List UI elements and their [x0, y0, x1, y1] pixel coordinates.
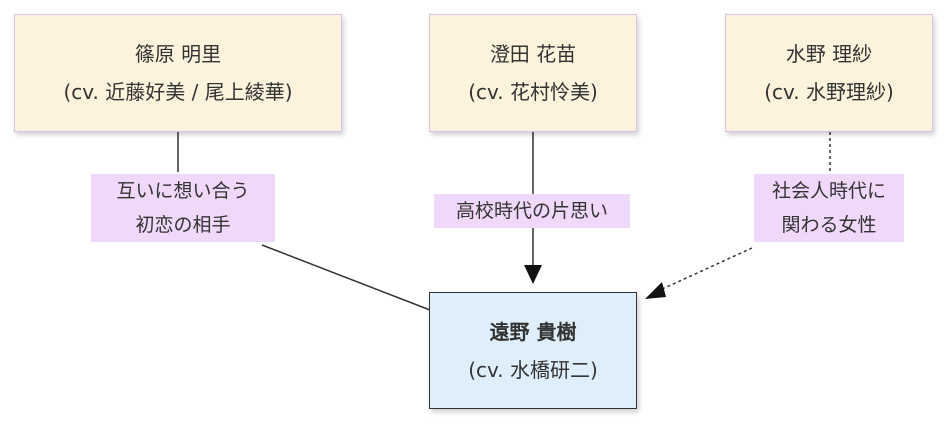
node-sumida: 澄田 花苗 (cv. 花村怜美) — [429, 14, 637, 132]
node-cv: (cv. 水橋研二) — [468, 357, 598, 382]
edge-label-shinohara: 互いに想い合う 初恋の相手 — [91, 174, 275, 242]
edge-label-line: 初恋の相手 — [135, 214, 231, 236]
node-name: 遠野 貴樹 — [489, 319, 577, 344]
node-mizuno: 水野 理紗 (cv. 水野理紗) — [725, 14, 933, 132]
edge-label-line: 関わる女性 — [781, 214, 877, 236]
node-name: 水野 理紗 — [785, 42, 873, 66]
edge-label-sumida: 高校時代の片思い — [434, 194, 630, 228]
edge-label-line: 互いに想い合う — [116, 180, 250, 202]
node-name: 澄田 花苗 — [489, 42, 577, 66]
node-name: 篠原 明里 — [134, 42, 222, 66]
node-cv: (cv. 水野理紗) — [764, 80, 894, 104]
edge-label-line: 社会人時代に — [771, 180, 886, 202]
arrowhead-sumida — [524, 265, 542, 284]
node-shinohara: 篠原 明里 (cv. 近藤好美 / 尾上綾華) — [14, 14, 342, 132]
arrowhead-mizuno — [645, 282, 666, 299]
edge-label-mizuno: 社会人時代に 関わる女性 — [754, 174, 904, 242]
edge-shinohara-tono-lower — [261, 244, 431, 311]
node-cv: (cv. 花村怜美) — [468, 80, 598, 104]
node-tono: 遠野 貴樹 (cv. 水橋研二) — [429, 292, 637, 409]
node-cv: (cv. 近藤好美 / 尾上綾華) — [63, 80, 293, 104]
edge-label-line: 高校時代の片思い — [455, 200, 608, 222]
edge-mizuno-tono-lower — [659, 247, 753, 291]
